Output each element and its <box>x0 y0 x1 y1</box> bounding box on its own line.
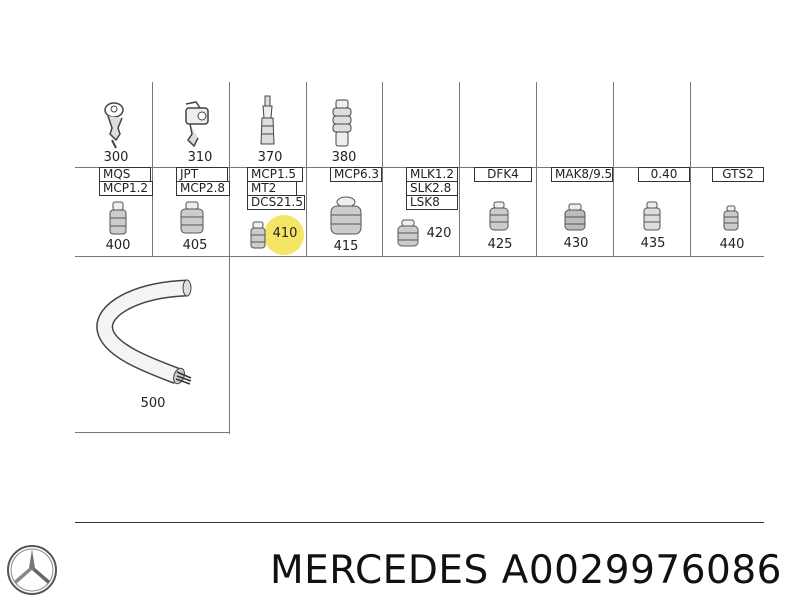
seal-415-icon <box>330 196 362 235</box>
part-number: 400 <box>105 238 131 253</box>
seal-420-icon <box>397 219 419 247</box>
cable-500-icon <box>96 279 192 385</box>
part-number: 440 <box>719 237 745 252</box>
grid-divider <box>306 82 307 256</box>
grid-divider <box>536 82 537 256</box>
seal-440-icon <box>723 205 739 231</box>
grid-divider <box>613 82 614 256</box>
type-label: DFK4 <box>474 167 532 182</box>
seal-400-icon <box>109 201 127 235</box>
part-number: 405 <box>182 238 208 253</box>
part-number: 420 <box>426 226 452 241</box>
type-label: MCP1.5 <box>247 167 303 182</box>
type-label: MCP6.3 <box>330 167 382 182</box>
seal-405-icon <box>180 201 204 234</box>
pin-370-icon <box>260 95 275 145</box>
part-number: 415 <box>333 239 359 254</box>
type-label: JPT <box>176 167 228 182</box>
part-number: 410 <box>272 226 298 241</box>
type-label: GTS2 <box>712 167 764 182</box>
part-number: 370 <box>257 150 283 165</box>
type-label: DCS21.5 <box>247 195 305 210</box>
grid-divider <box>382 82 383 256</box>
part-number: 310 <box>187 150 213 165</box>
part-number: 435 <box>640 236 666 251</box>
type-label: 0.40 <box>638 167 690 182</box>
seal-425-icon <box>489 201 509 231</box>
type-label: MCP2.8 <box>176 181 230 196</box>
grid-divider <box>229 82 230 434</box>
seal-380-icon <box>332 99 352 147</box>
seal-410-icon <box>250 221 266 249</box>
grid-divider <box>459 82 460 256</box>
grid-divider <box>152 82 153 256</box>
part-number: 430 <box>563 236 589 251</box>
part-number: 500 <box>140 396 166 411</box>
seal-430-icon <box>564 203 586 231</box>
seal-435-icon <box>643 201 661 231</box>
grid-divider <box>75 256 764 257</box>
part-number: 300 <box>103 150 129 165</box>
terminal-300-icon <box>104 102 124 149</box>
grid-divider <box>75 432 230 433</box>
type-label: LSK8 <box>406 195 458 210</box>
type-label: MQS <box>99 167 151 182</box>
brand-part-number-title: MERCEDES A0029976086 <box>270 548 782 593</box>
part-number: 425 <box>487 237 513 252</box>
type-label: MT2 <box>247 181 297 196</box>
grid-divider <box>690 82 691 256</box>
terminal-310-icon <box>185 101 209 148</box>
type-label: SLK2.8 <box>406 181 458 196</box>
mercedes-star-logo <box>7 545 57 595</box>
part-number: 380 <box>331 150 357 165</box>
type-label: MLK1.2 <box>406 167 458 182</box>
type-label: MAK8/9.5 <box>551 167 613 182</box>
type-label: MCP1.2 <box>99 181 153 196</box>
highlight-marker <box>264 215 304 255</box>
footer-rule <box>75 522 764 523</box>
